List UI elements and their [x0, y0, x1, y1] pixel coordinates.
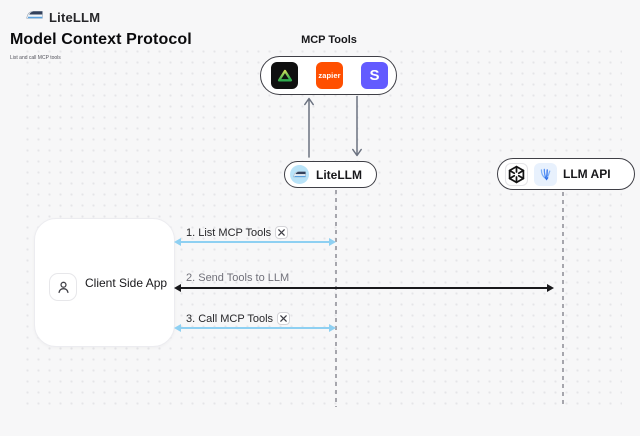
arrow-down-to-litellm — [352, 96, 362, 157]
client-node-label: Client Side App — [85, 275, 168, 290]
call-mcp-tools-arrow — [180, 327, 330, 329]
arrowhead-right-icon — [329, 324, 336, 332]
arrowhead-right-icon — [329, 238, 336, 246]
llm-api-node[interactable]: LLM API — [497, 158, 635, 190]
list-mcp-tools-arrow — [180, 241, 330, 243]
arrow-up-to-mcp — [304, 97, 314, 158]
llm-provider-icon — [534, 162, 557, 186]
brand[interactable]: LiteLLM — [26, 8, 100, 26]
green-triangle-tool-icon[interactable] — [271, 62, 298, 89]
tools-icon — [275, 226, 289, 239]
arrowhead-right-icon — [547, 284, 554, 292]
send-tools-to-llm-arrow — [180, 287, 548, 289]
train-logo-icon — [26, 8, 43, 26]
mcp-tools-node[interactable]: zapier S — [260, 56, 397, 95]
litellm-node-label: LiteLLM — [316, 167, 362, 182]
arrowhead-left-icon — [174, 284, 181, 292]
client-side-app-node[interactable]: Client Side App — [34, 218, 175, 347]
person-icon — [49, 273, 77, 301]
litellm-lifeline — [335, 190, 337, 407]
openai-icon — [505, 162, 528, 186]
brand-label: LiteLLM — [49, 9, 101, 25]
zapier-icon[interactable]: zapier — [316, 62, 343, 89]
stripe-icon[interactable]: S — [361, 62, 388, 89]
arrowhead-left-icon — [174, 324, 181, 332]
mcp-tools-label: MCP Tools — [301, 34, 357, 46]
message-1-label: 1. List MCP Tools — [186, 226, 289, 239]
arrowhead-left-icon — [174, 238, 181, 246]
litellm-train-icon — [290, 165, 309, 184]
page-subtitle: List and call MCP tools — [10, 55, 61, 61]
litellm-node[interactable]: LiteLLM — [284, 161, 377, 188]
llm-api-lifeline — [562, 192, 564, 407]
llm-api-node-label: LLM API — [563, 167, 611, 181]
message-2-label: 2. Send Tools to LLM — [186, 272, 290, 284]
tools-icon — [277, 312, 291, 325]
message-3-label: 3. Call MCP Tools — [186, 312, 291, 325]
page-title: Model Context Protocol — [10, 31, 192, 48]
